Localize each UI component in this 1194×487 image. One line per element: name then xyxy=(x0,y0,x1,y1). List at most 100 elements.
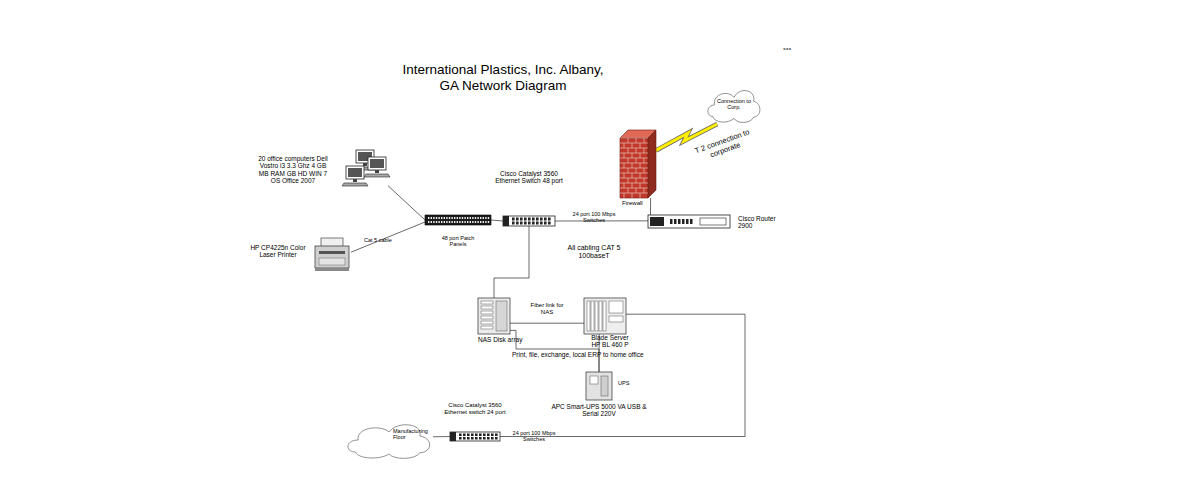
switch-port xyxy=(532,218,535,221)
switch-port xyxy=(475,437,478,440)
firewall-node: Firewall xyxy=(620,130,656,198)
monitor-screen xyxy=(348,168,362,177)
connector-label: 24 port 100 Mbps Switches xyxy=(506,430,562,443)
router-port xyxy=(674,219,677,224)
brick-joint xyxy=(632,173,633,178)
node-label: Cisco Router 2900 xyxy=(738,215,782,230)
panel-port xyxy=(457,217,458,219)
node-label: Manufacturing Floor xyxy=(393,428,429,441)
panel-port xyxy=(441,217,442,219)
panel-port xyxy=(464,221,465,223)
switch-port xyxy=(536,222,539,225)
switch-port xyxy=(516,218,519,221)
disk-slot xyxy=(481,326,493,329)
panel-port xyxy=(485,217,486,219)
monitor-frame xyxy=(368,157,386,170)
brick-joint xyxy=(624,143,625,148)
switch-port xyxy=(479,434,482,437)
switch-port xyxy=(459,437,462,440)
router-node: Cisco Router 2900 xyxy=(648,215,730,228)
network-cable xyxy=(388,186,425,220)
switch-port xyxy=(487,437,490,440)
panel-port xyxy=(436,217,437,219)
panel-port xyxy=(438,217,439,219)
computer-symbol xyxy=(342,166,368,186)
router-icon xyxy=(648,215,730,228)
brick-joint xyxy=(640,193,641,198)
panel-port xyxy=(451,217,452,219)
brick-joint xyxy=(636,178,637,183)
switch-port xyxy=(463,434,466,437)
brick-joint xyxy=(624,193,625,198)
monitor-frame xyxy=(346,166,364,179)
ups-node: UPSAPC Smart-UPS 5000 VA USB & Serial 22… xyxy=(586,372,612,400)
panel-port xyxy=(446,221,447,223)
disk-slot xyxy=(481,316,493,319)
blade-panel xyxy=(609,316,623,322)
panel-port xyxy=(475,217,476,219)
brick-joint xyxy=(632,153,633,158)
panel-port xyxy=(472,221,473,223)
printer-node: HP CP4225n Color Laser Printer xyxy=(313,236,351,272)
switch-port xyxy=(528,222,531,225)
brick-joint xyxy=(624,163,625,168)
panel-port xyxy=(472,217,473,219)
brick-joint xyxy=(632,193,633,198)
switch-port xyxy=(528,218,531,221)
pcs-node: 20 office computers Dell Vostro i3 3.3 G… xyxy=(336,150,388,192)
panel-port xyxy=(436,221,437,223)
brick-joint xyxy=(640,183,641,188)
panel-icon xyxy=(425,215,491,225)
node-label: APC Smart-UPS 5000 VA USB & Serial 220V xyxy=(551,403,647,418)
panel-port xyxy=(480,217,481,219)
switch-port xyxy=(548,222,551,225)
blade-icon xyxy=(584,298,626,334)
panel-port xyxy=(477,217,478,219)
node-label: Cisco Catalyst 3560 Ethernet Switch 48 p… xyxy=(493,170,565,185)
printer-base xyxy=(315,268,349,271)
brick-joint xyxy=(632,163,633,168)
panel-port xyxy=(438,221,439,223)
switch-port xyxy=(467,434,470,437)
blade-unit xyxy=(587,301,590,331)
disk-slot xyxy=(481,311,493,314)
blade-unit xyxy=(603,301,606,331)
panel-port xyxy=(477,221,478,223)
switch-port xyxy=(475,434,478,437)
network-cable xyxy=(433,436,450,437)
panel-port xyxy=(428,217,429,219)
brick-joint xyxy=(640,153,641,158)
blade-unit xyxy=(591,301,594,331)
switch-icon xyxy=(450,432,500,441)
panel-port xyxy=(457,221,458,223)
nas-icon xyxy=(478,298,510,334)
panel-port xyxy=(462,221,463,223)
panel-port xyxy=(454,217,455,219)
network-cable xyxy=(491,220,503,221)
node-label: UPS xyxy=(618,380,638,386)
panel-port xyxy=(483,217,484,219)
panel-port xyxy=(467,217,468,219)
switch-port xyxy=(471,437,474,440)
brick-joint xyxy=(632,183,633,188)
printer-slot xyxy=(319,251,345,254)
switch-port xyxy=(536,218,539,221)
cloud-outline xyxy=(708,91,760,123)
switch-node: Cisco Catalyst 3560 Ethernet switch 24 p… xyxy=(450,432,500,441)
switch-port xyxy=(524,218,527,221)
keyboard xyxy=(342,183,368,186)
brick-joint xyxy=(628,138,629,143)
monitor-stand xyxy=(363,163,367,166)
panel-port xyxy=(464,217,465,219)
panel-node: 48 port Patch Panels xyxy=(425,215,491,225)
router-module xyxy=(650,217,664,226)
switch-port xyxy=(532,222,535,225)
brick-joint xyxy=(628,148,629,153)
panel-port xyxy=(475,221,476,223)
connector-label: 24 port 100 Mbps Switches xyxy=(566,211,622,224)
node-label: 48 port Patch Panels xyxy=(438,235,478,248)
brick-joint xyxy=(628,178,629,183)
ups-body xyxy=(586,372,612,400)
cloud-outline xyxy=(348,425,430,459)
